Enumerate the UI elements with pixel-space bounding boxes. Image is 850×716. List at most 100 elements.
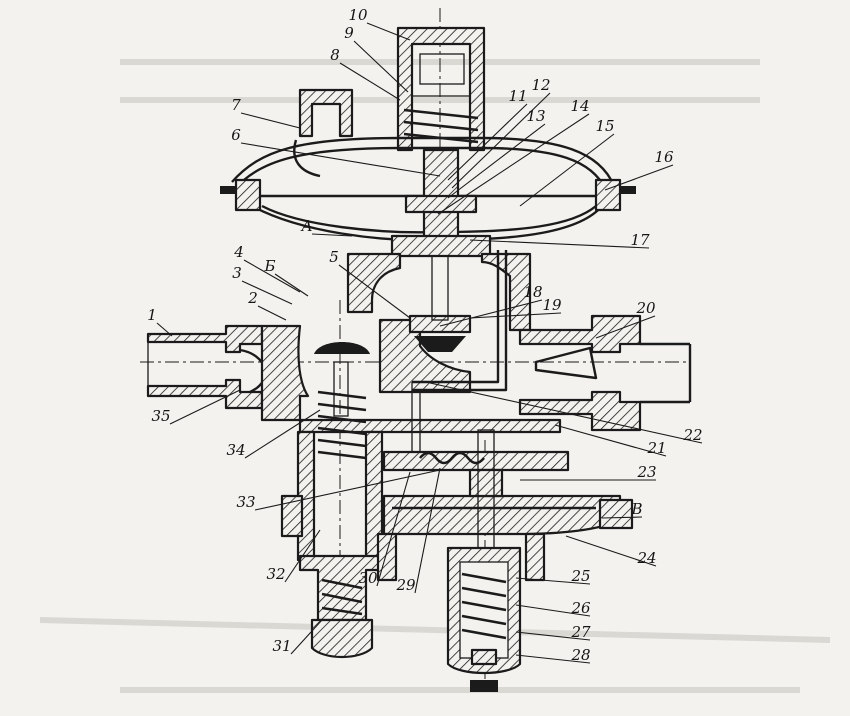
callout-leader-line: [240, 112, 301, 129]
callout-c10: 10: [348, 6, 411, 41]
callout-leader-line: [565, 535, 657, 567]
callout-label: 26: [570, 599, 591, 617]
callout-label: 20: [635, 299, 656, 317]
main-valve: [408, 255, 472, 352]
callout-label: 14: [570, 97, 589, 115]
callout-c27: 27: [515, 623, 591, 641]
callout-label: А: [300, 217, 312, 235]
callout-c33: 33: [236, 469, 441, 511]
callout-leader-line: [338, 264, 411, 319]
callout-leader-line: [604, 164, 674, 191]
callout-c4: 4: [233, 243, 301, 293]
regulator-body: [146, 250, 692, 470]
callout-leader-line: [447, 123, 546, 199]
diaphragm-housing: [220, 136, 636, 258]
callout-label: 5: [329, 248, 339, 266]
callout-c20: 20: [595, 299, 656, 339]
callout-leader-line: [243, 259, 301, 293]
callout-c15: 15: [519, 117, 615, 207]
callout-c19: 19: [469, 296, 562, 319]
callout-label: 30: [358, 569, 378, 587]
callout-c29: 29: [395, 467, 441, 594]
callout-label: 18: [523, 283, 542, 301]
callout-label: 17: [630, 231, 650, 249]
callout-leader-line: [437, 113, 590, 215]
callout-c31: 31: [272, 619, 323, 655]
callout-label: 35: [151, 407, 170, 425]
callout-label: 23: [636, 463, 656, 481]
callout-c28: 28: [515, 646, 591, 664]
callout-c26: 26: [515, 599, 591, 617]
callout-leader-line: [274, 273, 309, 297]
shutoff-valve: [280, 342, 384, 562]
callout-leader-line: [353, 40, 409, 93]
callout-label: 8: [330, 46, 340, 64]
callout-label: 19: [542, 296, 562, 314]
callout-leader-line: [469, 239, 650, 249]
side-tube: [293, 88, 354, 178]
callout-label: 3: [232, 264, 242, 282]
callout-c5: 5: [329, 248, 411, 319]
callout-label: 13: [526, 107, 545, 125]
callout-c11: 11: [447, 87, 528, 181]
callout-label: 32: [266, 565, 285, 583]
callout-c7: 7: [231, 96, 301, 129]
callout-label: 29: [395, 576, 416, 594]
callout-leader-line: [515, 577, 591, 585]
callout-label: 25: [570, 567, 590, 585]
callout-label: 31: [272, 637, 291, 655]
callout-c18: 18: [439, 283, 543, 327]
callout-label: 4: [233, 243, 244, 261]
callout-c23: 23: [520, 463, 657, 481]
callout-leader-line: [257, 305, 287, 321]
callout-label: 33: [236, 493, 255, 511]
callout-c24: 24: [565, 535, 657, 567]
callout-leader-line: [339, 62, 401, 101]
callout-label: 12: [531, 76, 550, 94]
callout-c8: 8: [330, 46, 401, 101]
callout-leader-line: [284, 529, 321, 583]
callout-c12: 12: [451, 76, 551, 189]
callout-leader-line: [601, 516, 643, 519]
callout-label: 7: [231, 96, 241, 114]
callout-c21: 21: [554, 424, 667, 457]
callout-label: 1: [147, 306, 157, 324]
callout-label: 6: [231, 126, 241, 144]
callout-cB6: Б: [263, 257, 309, 297]
callout-label: 11: [508, 87, 527, 105]
callout-leader-line: [169, 389, 241, 425]
callout-leader-line: [376, 471, 411, 587]
callout-label: 34: [226, 441, 245, 459]
callout-leader-line: [366, 22, 411, 41]
callout-leader-line: [240, 142, 441, 177]
callout-c1: 1: [147, 306, 173, 337]
callout-leader-line: [244, 409, 321, 459]
callout-c2: 2: [247, 289, 287, 321]
callout-label: 16: [654, 148, 674, 166]
callout-label: 28: [570, 646, 590, 664]
callout-leader-line: [290, 619, 323, 655]
callout-c34: 34: [226, 409, 321, 459]
callout-label: Б: [263, 257, 275, 275]
callout-leader-line: [515, 654, 591, 664]
callout-label: 9: [344, 24, 354, 42]
callout-cV: В: [601, 500, 643, 519]
callout-c6: 6: [231, 126, 441, 177]
adjusting-cap: [396, 26, 486, 152]
callout-leader-line: [414, 467, 441, 594]
callout-label: 22: [682, 426, 702, 444]
callout-label: 2: [247, 289, 258, 307]
callout-c22: 22: [429, 382, 703, 444]
callout-label: 10: [348, 6, 368, 24]
callout-c35: 35: [151, 389, 241, 425]
callout-leader-line: [515, 604, 591, 617]
callout-leader-line: [469, 312, 562, 319]
callout-cA: А: [300, 217, 353, 237]
callout-leader-line: [311, 233, 353, 237]
lower-spring-housing: [446, 546, 522, 692]
callout-label: 15: [595, 117, 614, 135]
pilot-assembly: [376, 429, 634, 582]
callout-leader-line: [515, 631, 591, 641]
